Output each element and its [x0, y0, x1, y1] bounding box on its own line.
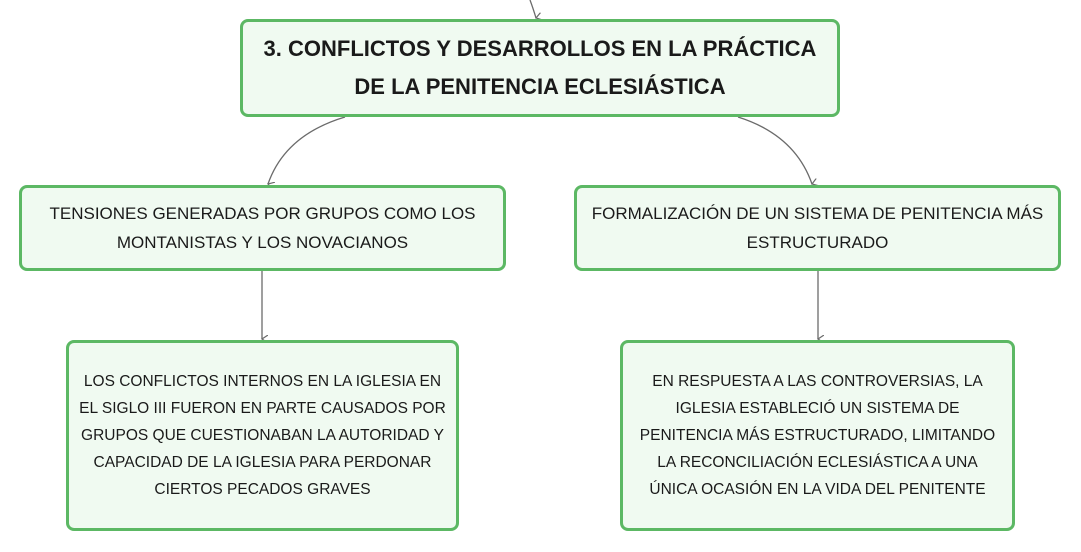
main-topic-label: 3. CONFLICTOS Y DESARROLLOS EN LA PRÁCTI…: [263, 36, 817, 99]
connector-main-to-left: [268, 116, 346, 184]
branch-node-tensiones[interactable]: TENSIONES GENERADAS POR GRUPOS COMO LOS …: [19, 185, 506, 271]
detail-label: EN RESPUESTA A LAS CONTROVERSIAS, LA IGL…: [639, 373, 996, 498]
detail-label: LOS CONFLICTOS INTERNOS EN LA IGLESIA EN…: [79, 373, 446, 498]
branch-label: TENSIONES GENERADAS POR GRUPOS COMO LOS …: [49, 204, 476, 252]
connector-parent-to-main: [529, 0, 536, 18]
main-topic-node[interactable]: 3. CONFLICTOS Y DESARROLLOS EN LA PRÁCTI…: [240, 19, 840, 117]
branch-label: FORMALIZACIÓN DE UN SISTEMA DE PENITENCI…: [591, 204, 1044, 252]
detail-node-tensiones[interactable]: LOS CONFLICTOS INTERNOS EN LA IGLESIA EN…: [66, 340, 459, 531]
connector-main-to-right: [737, 116, 812, 184]
detail-node-formalizacion[interactable]: EN RESPUESTA A LAS CONTROVERSIAS, LA IGL…: [620, 340, 1015, 531]
branch-node-formalizacion[interactable]: FORMALIZACIÓN DE UN SISTEMA DE PENITENCI…: [574, 185, 1061, 271]
